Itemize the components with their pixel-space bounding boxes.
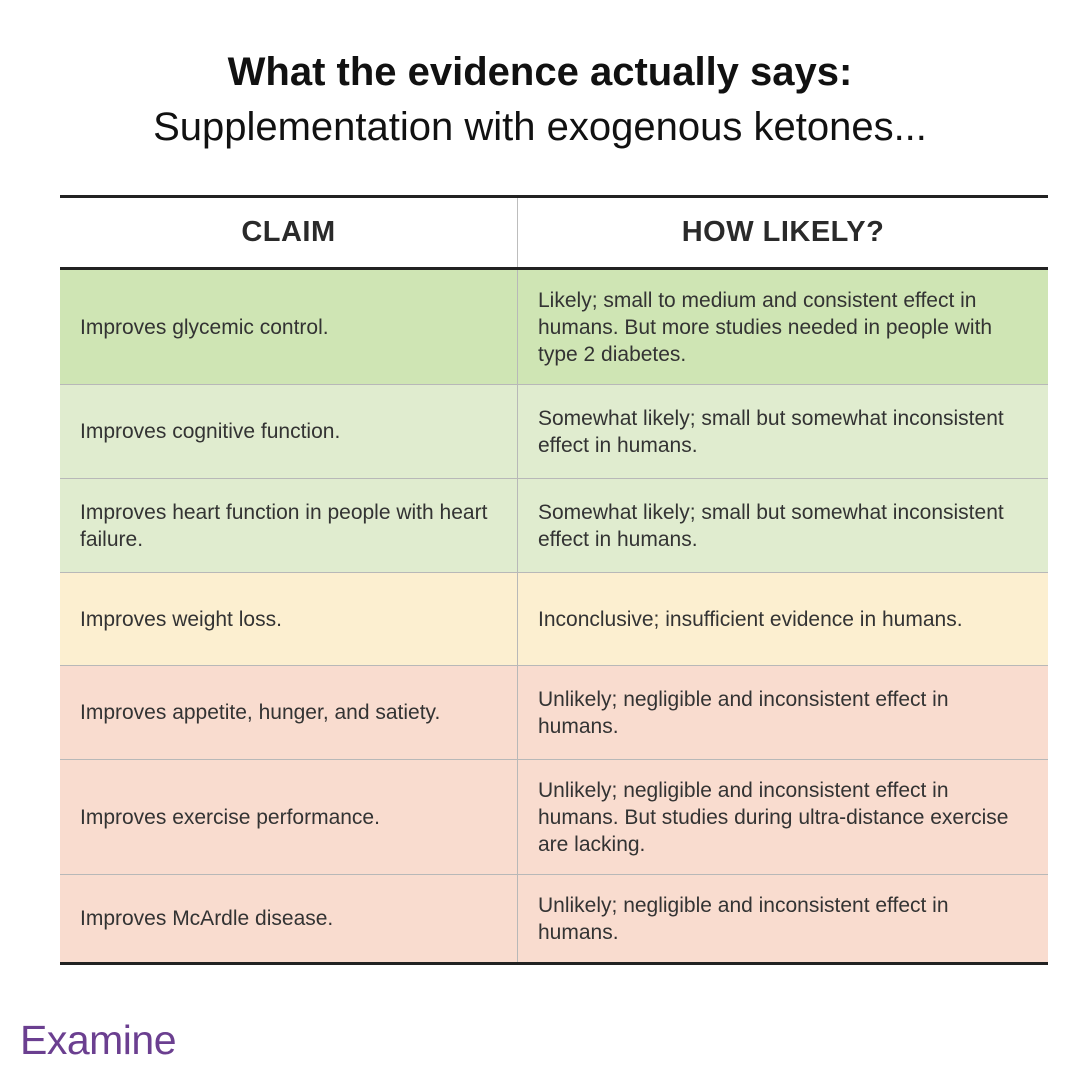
likelihood-cell: Unlikely; negligible and inconsistent ef…	[538, 893, 949, 944]
claim-cell: Improves exercise performance.	[60, 760, 518, 874]
likelihood-cell: Somewhat likely; small but somewhat inco…	[538, 406, 1004, 457]
table-row: Improves appetite, hunger, and satiety. …	[60, 665, 1048, 759]
claim-cell: Improves glycemic control.	[60, 270, 518, 384]
page-subtitle: Supplementation with exogenous ketones..…	[153, 105, 927, 149]
table-body: Improves glycemic control. Likely; small…	[60, 270, 1048, 962]
heading: What the evidence actually says: Supplem…	[0, 46, 1080, 156]
likelihood-cell: Likely; small to medium and consistent e…	[538, 288, 993, 366]
claim-cell: Improves weight loss.	[60, 573, 518, 665]
column-header-how-likely: HOW LIKELY?	[681, 216, 885, 248]
table-row: Improves glycemic control. Likely; small…	[60, 270, 1048, 384]
claim-cell: Improves cognitive function.	[60, 385, 518, 478]
table-header: CLAIM HOW LIKELY?	[60, 198, 1048, 270]
table-row: Improves cognitive function. Somewhat li…	[60, 384, 1048, 478]
table-row: Improves McArdle disease. Unlikely; negl…	[60, 874, 1048, 962]
table-row: Improves heart function in people with h…	[60, 478, 1048, 572]
likelihood-cell: Inconclusive; insufficient evidence in h…	[538, 607, 963, 631]
claim-cell: Improves appetite, hunger, and satiety.	[60, 666, 518, 759]
page-title: What the evidence actually says:	[227, 50, 853, 94]
evidence-table: CLAIM HOW LIKELY? Improves glycemic cont…	[60, 195, 1048, 965]
likelihood-cell: Somewhat likely; small but somewhat inco…	[538, 500, 1004, 551]
table-row: Improves exercise performance. Unlikely;…	[60, 759, 1048, 874]
claim-cell: Improves heart function in people with h…	[60, 479, 518, 572]
likelihood-cell: Unlikely; negligible and inconsistent ef…	[538, 778, 1009, 856]
examine-logo: Examine	[20, 1017, 177, 1063]
claim-cell: Improves McArdle disease.	[60, 875, 518, 962]
column-header-claim: CLAIM	[60, 198, 518, 267]
likelihood-cell: Unlikely; negligible and inconsistent ef…	[538, 687, 949, 738]
table-row: Improves weight loss. Inconclusive; insu…	[60, 572, 1048, 665]
